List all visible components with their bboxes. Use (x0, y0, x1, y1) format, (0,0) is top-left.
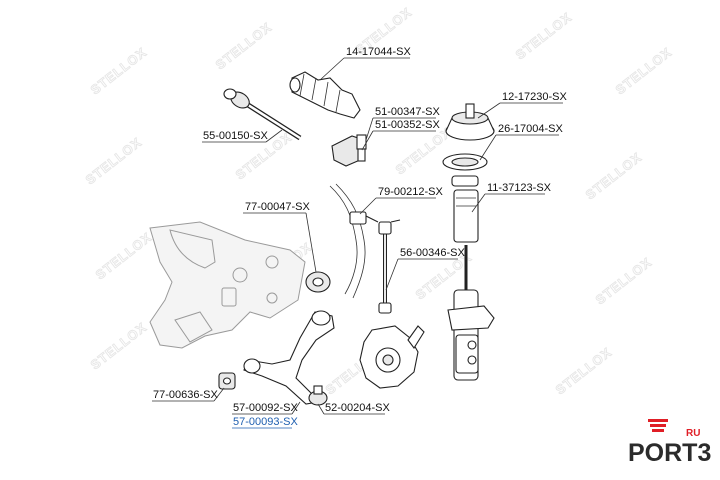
part-label-51-00352: 51-00352-SX (375, 119, 440, 131)
logo-suffix: RU (686, 428, 700, 439)
watermark-text: STELLOX (93, 229, 155, 282)
tie-rod-55-00150 (223, 88, 302, 141)
watermark-text: STELLOX (213, 19, 275, 72)
part-label-11-37123: 11-37123-SX (487, 182, 552, 194)
watermark-text: STELLOX (583, 149, 645, 202)
logo-bar (650, 424, 666, 427)
watermark-text: STELLOX (513, 9, 575, 62)
ball-joint-52-00204 (308, 385, 328, 406)
bushing-77-00636 (218, 372, 236, 390)
part-label-57-00093: 57-00093-SX (233, 416, 298, 428)
watermark-text: STELLOX (553, 344, 615, 397)
subframe-illustration (149, 221, 306, 349)
part-label-77-00636: 77-00636-SX (153, 389, 218, 401)
steering-boot-14-17044 (289, 71, 361, 119)
part-label-79-00212: 79-00212-SX (378, 186, 443, 198)
outer-tie-rod-end (331, 134, 367, 167)
leader-lines (152, 57, 563, 429)
part-label-52-00204: 52-00204-SX (325, 402, 390, 414)
watermark-text: STELLOX (613, 44, 675, 97)
shock-absorber (447, 245, 495, 381)
part-label-56-00346: 56-00346-SX (400, 247, 465, 259)
steering-knuckle (359, 325, 425, 389)
watermark-text: STELLOX (83, 134, 145, 187)
part-label-26-17004: 26-17004-SX (498, 123, 563, 135)
part-labels: 14-17044-SX 51-00347-SX 51-00352-SX 55-0… (153, 46, 567, 428)
part-label-14-17044: 14-17044-SX (346, 46, 411, 58)
part-label-57-00092: 57-00092-SX (233, 402, 298, 414)
logo-bar (652, 429, 664, 432)
part-label-55-00150: 55-00150-SX (203, 130, 268, 142)
part-label-51-00347: 51-00347-SX (375, 106, 440, 118)
strut-boot-11-37123 (451, 175, 479, 243)
part-label-77-00047: 77-00047-SX (245, 201, 310, 213)
bushing-77-00047 (305, 271, 331, 293)
logo-wordmark: PORT3 (628, 439, 711, 467)
watermark-text: STELLOX (88, 319, 150, 372)
part-label-12-17230: 12-17230-SX (502, 91, 567, 103)
stabilizer-link-56-00346 (365, 215, 401, 314)
watermark-text: STELLOX (593, 254, 655, 307)
stabilizer-bar (329, 183, 367, 299)
strut-bearing-26-17004 (442, 153, 488, 171)
watermark-text: STELLOX (88, 44, 150, 97)
strut-mount-12-17230 (445, 103, 495, 141)
lower-control-arm (243, 310, 335, 405)
watermark-text: STELLOX (393, 124, 455, 177)
port3-logo: RU PORT3 (628, 419, 711, 467)
logo-bar (648, 419, 668, 422)
